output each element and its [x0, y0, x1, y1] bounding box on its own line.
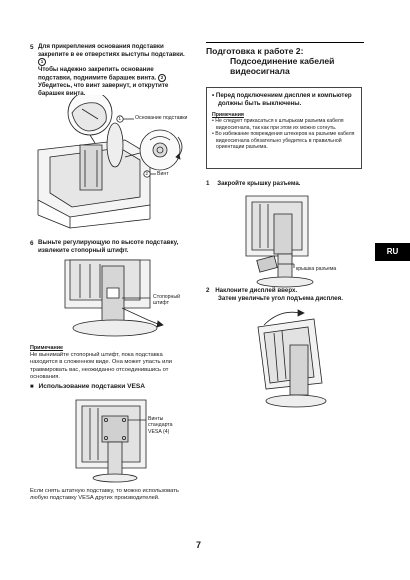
- step-5-line-6: барашек винта.: [38, 89, 86, 97]
- warning-text: • Перед подключением дисплея и компьютер…: [212, 92, 362, 107]
- step-5-line-2: закрепите в ее отверстиях выступы подста…: [38, 50, 185, 58]
- step-5-line-4-wrap: подставки, поднимите барашек винта. 2: [38, 73, 198, 82]
- warning-line-1-wrap: • Перед подключением дисплея и компьютер: [212, 92, 362, 100]
- step-1-number: 1: [206, 180, 210, 187]
- notes-2b: видеосигнала обязательно убедитесь в пра…: [216, 137, 342, 144]
- step-6-stopper-pin-illustration: [60, 258, 170, 340]
- vesa-title: Использование подставки VESA: [38, 383, 146, 390]
- callout-vesa-1: Винты: [148, 416, 164, 422]
- notes-1a: • Не следует прикасаться к штырькам разъ…: [212, 118, 362, 124]
- section-title-line-2: Подсоединение кабелей: [230, 56, 335, 67]
- vesa-square-icon: ■: [30, 384, 34, 390]
- step-2-line-1: Наклоните дисплей вверх.: [215, 287, 298, 294]
- notes-1b: видеосигнала, так как при этом их можно …: [216, 124, 337, 131]
- callout-connector-cover: крышка разъема: [296, 266, 337, 272]
- warning-line-1: Перед подключением дисплея и компьютер: [215, 92, 352, 99]
- step-2-heading: 2 Наклоните дисплей вверх. Затем увеличь…: [206, 287, 366, 302]
- notes-title: Примечания: [212, 112, 244, 118]
- notes-2-bullet: •: [212, 131, 216, 138]
- page-number: 7: [196, 540, 202, 550]
- vesa-heading: ■ Использование подставки VESA: [30, 383, 145, 390]
- callout-stopper-pin-2: штифт: [153, 300, 169, 307]
- step-5-line-3: Чтобы надежно закрепить основание: [38, 66, 154, 74]
- step-5-circle-2: 2: [157, 73, 166, 82]
- callout-stand-base: Основание подставки: [135, 115, 188, 121]
- notes-box: Примечания • Не следует прикасаться к шт…: [212, 112, 362, 150]
- title-rule: [206, 42, 364, 44]
- step-2-line-1-wrap: 2 Наклоните дисплей вверх.: [206, 287, 366, 295]
- warning-box: [206, 87, 362, 169]
- step-5-stand-illustration: [30, 95, 195, 230]
- callout-screw: Винт: [157, 171, 169, 177]
- section-title-line-3: видеосигнала: [230, 66, 290, 77]
- vesa-foot-2: любую подставку VESA других производител…: [30, 495, 160, 502]
- step-5-circle-2-label: 2: [160, 74, 164, 80]
- section-title: Подготовка к работе 2: Подсоединение каб…: [206, 46, 334, 77]
- warning-line-2: должны быть выключены.: [218, 99, 302, 107]
- vesa-foot-1: Если снять штатную подставку, то можно и…: [30, 488, 179, 494]
- step-6-number: 6: [30, 240, 34, 247]
- step-5-line-5: Убедитесь, что винт завернут, и открутит…: [38, 82, 169, 90]
- notes-2a: • Во избежание повреждения штекеров на р…: [212, 131, 362, 137]
- step-5-marker-2: 2: [145, 170, 149, 176]
- note-line-4: основания.: [30, 373, 60, 380]
- notes-2c: ориентации разъема.: [216, 144, 268, 151]
- notes-1-bullet: •: [212, 118, 216, 125]
- callout-vesa-screws: Винты стандарта VESA (4): [148, 416, 173, 435]
- step-1-text: Закройте крышку разъема.: [217, 180, 301, 187]
- note-line-1: Не вынимайте стопорный штифт, пока подст…: [30, 352, 163, 359]
- callout-vesa-2: стандарта: [148, 422, 173, 429]
- step-5-circle-1-label: 1: [40, 59, 44, 65]
- step-5-circle-1: 1: [38, 58, 46, 67]
- callout-vesa-3: VESA (4): [148, 428, 170, 435]
- note-title: Примечание: [30, 345, 64, 351]
- step-5-number: 5: [30, 44, 34, 51]
- step-1-heading: 1 Закройте крышку разъема.: [206, 180, 300, 188]
- step-5-line-4: подставки, поднимите барашек винта.: [38, 74, 157, 82]
- callout-stopper-pin-1: Стопорный: [153, 294, 181, 300]
- step-2-number: 2: [206, 287, 210, 294]
- callout-stopper-pin: Стопорный штифт: [153, 294, 180, 307]
- step-5-instructions: Для прикрепления основания подставки зак…: [38, 43, 198, 97]
- step-6-line-1: Выньте регулирующую по высоте подставку,: [38, 239, 179, 246]
- step-2-line-2: Затем увеличьте угол подъема дисплея.: [218, 294, 343, 302]
- notes-2a-text: Во избежание повреждения штекеров на раз…: [215, 131, 355, 138]
- note-block: Примечание Не вынимайте стопорный штифт,…: [30, 345, 205, 381]
- notes-1a-text: Не следует прикасаться к штырькам разъем…: [215, 118, 344, 125]
- step-2-tilt-illustration: [244, 305, 344, 415]
- vesa-illustration: [72, 398, 152, 484]
- language-tab: RU: [375, 243, 410, 261]
- note-line-3: травмировать вас, неожиданно отсоединивш…: [30, 366, 169, 373]
- step-5-line-1: Для прикрепления основания подставки: [38, 43, 164, 50]
- vesa-footnote: Если снять штатную подставку, то можно и…: [30, 488, 210, 502]
- step-1-connector-cover-illustration: [238, 192, 328, 292]
- step-5-marker-1: 1: [118, 115, 122, 121]
- step-6-instructions: Выньте регулирующую по высоте подставку,…: [38, 239, 203, 254]
- language-tab-label: RU: [386, 247, 399, 256]
- step-6-line-2: извлеките стопорный штифт.: [38, 246, 129, 254]
- note-line-2: находится в сложенном виде. Она может уп…: [30, 359, 173, 366]
- section-title-line-1: Подготовка к работе 2:: [206, 46, 304, 56]
- bullet-icon: •: [212, 92, 215, 99]
